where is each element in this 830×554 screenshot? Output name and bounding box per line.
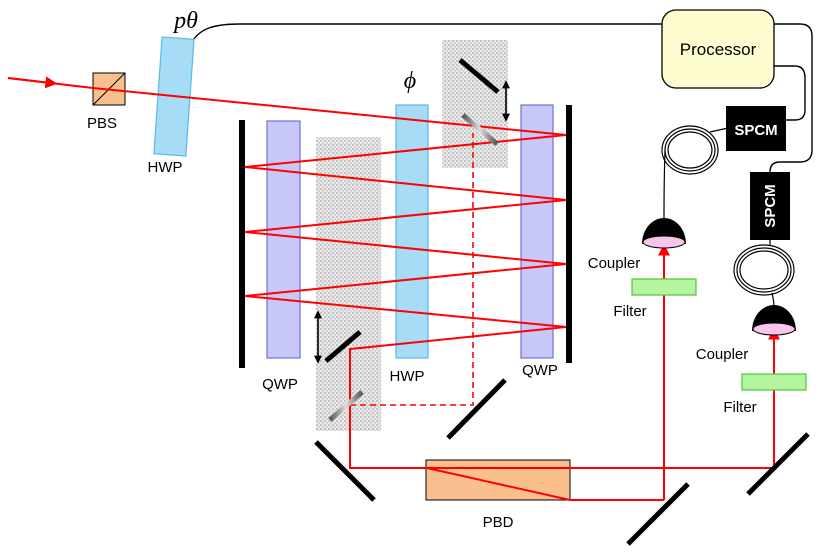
qwp-right (520, 104, 554, 359)
translation-region-top (442, 40, 508, 168)
steering-mirror-bottom-left (314, 440, 376, 502)
pickoff-mirror-lower-fixed (328, 390, 364, 422)
processor-box (661, 9, 775, 89)
alternate-beam-path (350, 133, 474, 406)
pbd-label: PBD (483, 514, 514, 531)
spcm-side-label: SPCM (762, 184, 779, 227)
pickoff-mirror-lower-movable (324, 330, 362, 363)
fiber-coil-1 (661, 125, 729, 219)
steering-mirror-center (446, 378, 507, 440)
steering-mirror-bottom-right (746, 432, 810, 496)
processor-cables (191, 23, 813, 173)
pbd-crystal (425, 459, 571, 501)
qwp-right-label: QWP (522, 362, 558, 379)
pbs-label: PBS (87, 115, 117, 132)
hwp-center (395, 104, 429, 359)
coupler-2 (752, 305, 796, 336)
right-end-mirror (566, 105, 572, 363)
filter-2-label: Filter (723, 399, 756, 416)
filter-1-label: Filter (613, 303, 646, 320)
spcm-side-box (750, 172, 790, 240)
steering-mirror-bottom-center (626, 482, 690, 546)
phi-label: ϕ (404, 68, 416, 94)
spcm-top-box (726, 106, 786, 151)
coupler-2-label: Coupler (696, 346, 749, 363)
left-end-mirror (239, 120, 245, 368)
hwp-input-label: HWP (148, 159, 183, 176)
coupler-1-label: Coupler (588, 255, 641, 272)
qwp-left (266, 120, 301, 359)
filter-1 (631, 278, 697, 296)
pickoff-mirror-upper-fixed (461, 113, 499, 146)
p-theta-label: pθ (172, 8, 198, 34)
spcm-top-label: SPCM (734, 122, 777, 139)
qwp-left-label: QWP (262, 376, 298, 393)
filter-2 (741, 373, 807, 391)
fiber-coil-2 (733, 240, 795, 307)
pickoff-mirror-upper-movable (458, 58, 500, 94)
processor-label: Processor (680, 40, 757, 59)
coupler-1 (642, 218, 686, 249)
hwp-center-label: HWP (390, 368, 425, 385)
